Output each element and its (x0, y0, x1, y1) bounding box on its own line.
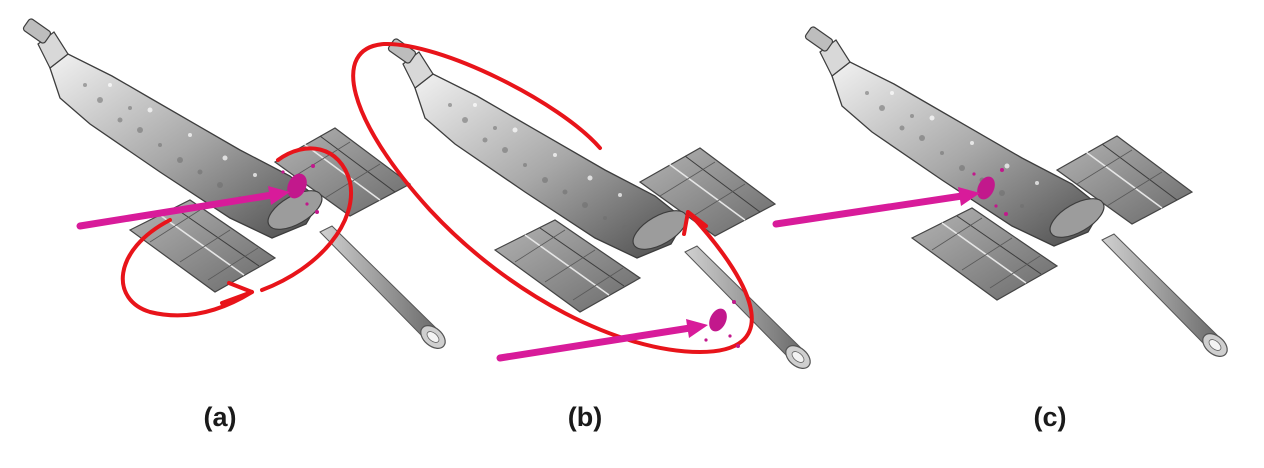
panel-label-b: (b) (567, 402, 603, 432)
panel-label-c: (c) (1033, 402, 1067, 432)
highlight-blob (977, 176, 995, 200)
satellite-icon (803, 25, 1233, 362)
panel-b (351, 37, 816, 374)
highlight-blob (287, 173, 307, 199)
panel-a (21, 17, 451, 354)
panel-c (772, 25, 1233, 362)
panel-label-a: (a) (203, 402, 237, 432)
pointer-arrow-icon (76, 191, 276, 230)
highlight-blob (709, 308, 727, 332)
pointer-arrow-icon (772, 192, 966, 228)
pointer-arrow-icon (496, 324, 694, 362)
orbit-arrow-icon (351, 41, 754, 355)
orbit-arrow-icon (120, 146, 354, 318)
